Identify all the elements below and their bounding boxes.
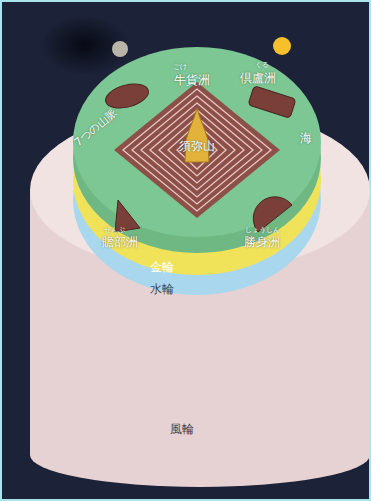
band-label: 風輪 bbox=[170, 423, 194, 436]
region-label: 海 bbox=[300, 132, 312, 145]
ruby-reading: せんぶ bbox=[104, 227, 125, 235]
wheel-band: 風輪 bbox=[166, 421, 198, 438]
ruby-reading: ごけ bbox=[173, 64, 187, 72]
region-label: 須弥山 bbox=[179, 140, 215, 153]
band-label: 水輪 bbox=[150, 283, 174, 296]
region-label: 贍部洲 bbox=[102, 236, 138, 249]
region-label: 勝身洲 bbox=[244, 236, 280, 249]
wheel-band: 水輪 bbox=[146, 281, 178, 298]
region-label: 倶盧洲 bbox=[240, 72, 276, 85]
ruby-reading: くる bbox=[255, 62, 269, 70]
wheel-band: 金輪 bbox=[146, 259, 178, 276]
region-label: 牛貨洲 bbox=[174, 74, 210, 87]
band-label: 金輪 bbox=[150, 261, 174, 274]
ruby-reading: しょうしん bbox=[245, 227, 280, 235]
